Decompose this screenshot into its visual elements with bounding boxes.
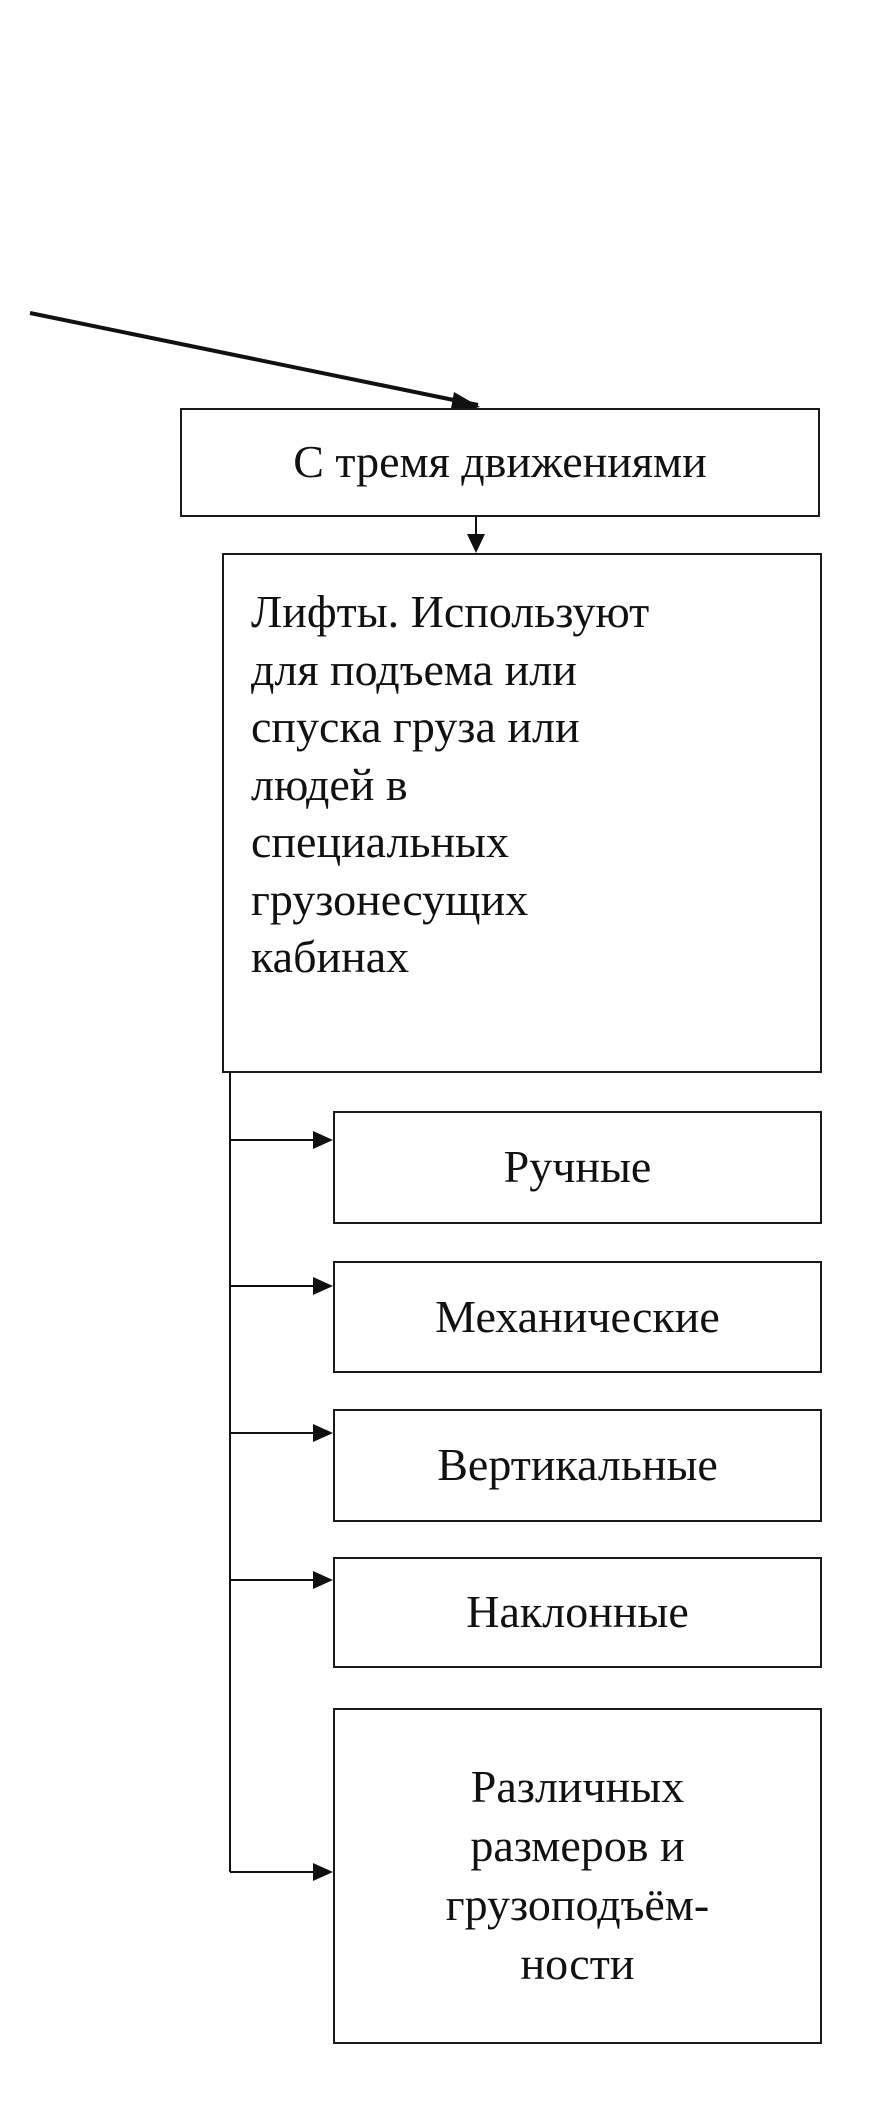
type-box-vertical: Вертикальные: [333, 1409, 822, 1522]
main-line-4: людей в: [251, 758, 408, 810]
type-label-mechanical: Механические: [435, 1290, 720, 1342]
branch-arrowhead-vertical: [313, 1424, 333, 1442]
type-box-sizes: Различных размеров и грузоподъём- ности: [333, 1708, 822, 2044]
branch-arrowhead-sizes: [313, 1863, 333, 1881]
sizes-line-4: ности: [520, 1937, 635, 1989]
main-line-2: для подъема или: [251, 643, 577, 695]
branch-arrowhead-manual: [313, 1131, 333, 1149]
main-line-7: кабинах: [251, 931, 410, 982]
main-description-text: Лифты. Используют для подъема или спуска…: [251, 583, 649, 986]
type-label-vertical: Вертикальные: [437, 1439, 718, 1491]
type-box-mechanical: Механические: [333, 1261, 822, 1373]
title-box: С тремя движениями: [180, 408, 820, 517]
type-box-inclined: Наклонные: [333, 1557, 822, 1668]
sizes-line-2: размеров и: [470, 1820, 685, 1872]
sizes-line-1: Различных: [470, 1761, 685, 1813]
title-to-main-arrowhead: [467, 534, 485, 553]
branch-arrowhead-inclined: [313, 1571, 333, 1589]
branch-arrowhead-mechanical: [313, 1277, 333, 1295]
title-box-label: С тремя движениями: [293, 436, 707, 488]
main-description-box: Лифты. Используют для подъема или спуска…: [222, 553, 822, 1073]
main-line-3: спуска груза или: [251, 701, 580, 752]
incoming-arrow: [29, 311, 479, 407]
sizes-line-3: грузоподъём-: [445, 1879, 710, 1930]
main-line-1: Лифты. Используют: [251, 586, 650, 637]
type-label-inclined: Наклонные: [466, 1586, 689, 1638]
main-line-6: грузонесущих: [251, 873, 529, 925]
type-label-sizes: Различных размеров и грузоподъём- ности: [446, 1758, 710, 1994]
main-line-5: специальных: [251, 816, 509, 867]
type-label-manual: Ручные: [503, 1141, 652, 1193]
type-box-manual: Ручные: [333, 1111, 822, 1224]
